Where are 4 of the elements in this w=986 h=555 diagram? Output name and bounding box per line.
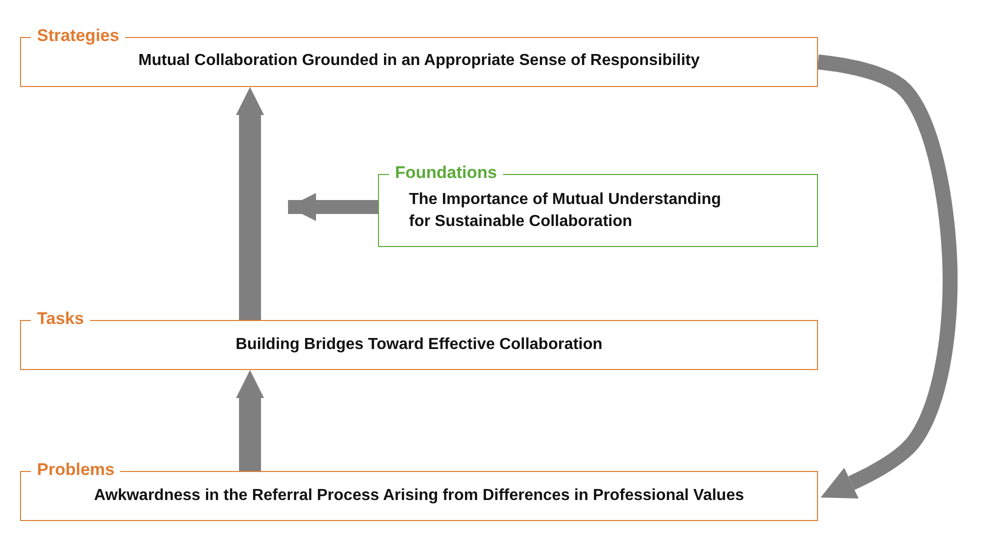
statement-text: Mutual Collaboration Grounded in an Appropriate Sense of Responsibility [137,51,701,71]
statement-text: The Importance of Mutual Understanding for Sustainable Collaboration [408,190,722,232]
statement-text: Awkwardness in the Referral Process Arising from Differences in Professional Values [92,486,745,506]
statement-text: Building Bridges Toward Effective Collaboration [234,335,604,355]
